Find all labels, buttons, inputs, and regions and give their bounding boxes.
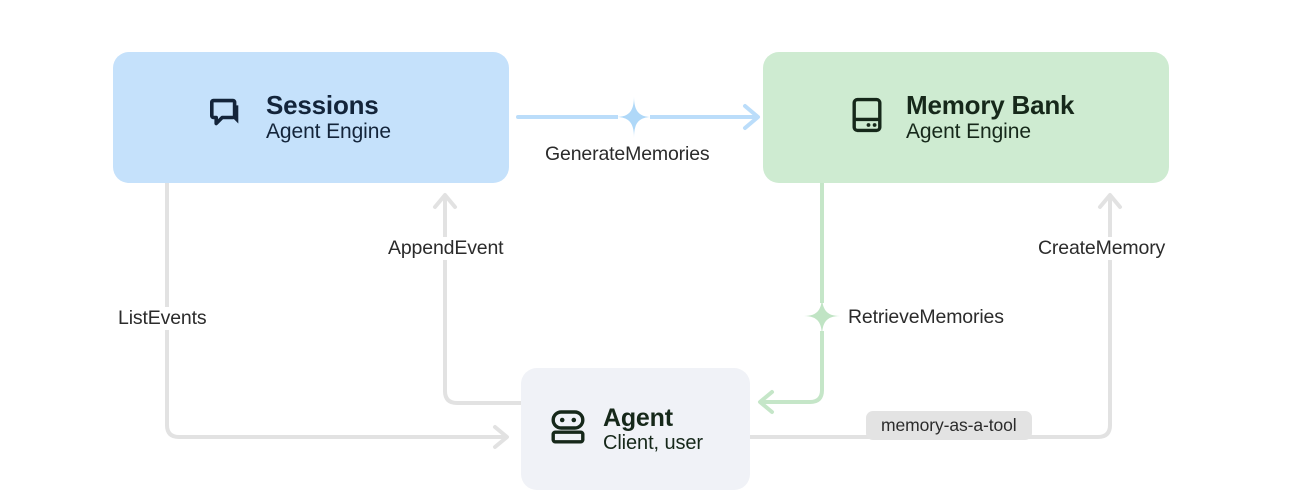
edge-label-list-events: ListEvents	[113, 307, 212, 330]
node-memory-bank[interactable]: Memory Bank Agent Engine	[763, 52, 1169, 183]
node-sessions-title: Sessions	[266, 90, 379, 121]
node-agent-title: Agent	[603, 403, 673, 432]
node-memory-bank-title: Memory Bank	[906, 90, 1075, 121]
node-agent[interactable]: Agent Client, user	[521, 368, 750, 490]
edge-retrieve-memories	[758, 181, 824, 414]
node-memory-bank-subtitle: Agent Engine	[906, 120, 1031, 144]
storage-server-icon	[846, 94, 888, 141]
robot-icon	[549, 406, 587, 451]
sparkle-icon-generate	[616, 96, 652, 138]
node-sessions[interactable]: Sessions Agent Engine	[113, 52, 509, 183]
chip-memory-as-a-tool: memory-as-a-tool	[866, 411, 1032, 440]
chat-bubbles-icon	[206, 94, 248, 141]
edge-label-retrieve-memories: RetrieveMemories	[843, 306, 1009, 329]
edge-label-generate-memories: GenerateMemories	[540, 143, 715, 166]
edge-create-memory	[748, 193, 1122, 439]
edge-append-event	[433, 193, 523, 405]
node-sessions-subtitle: Agent Engine	[266, 120, 391, 144]
edge-label-append-event: AppendEvent	[383, 237, 509, 260]
sparkle-icon-retrieve	[804, 295, 840, 337]
edge-list-events	[165, 181, 509, 449]
node-agent-subtitle: Client, user	[603, 431, 703, 454]
edge-label-create-memory: CreateMemory	[1033, 237, 1171, 260]
